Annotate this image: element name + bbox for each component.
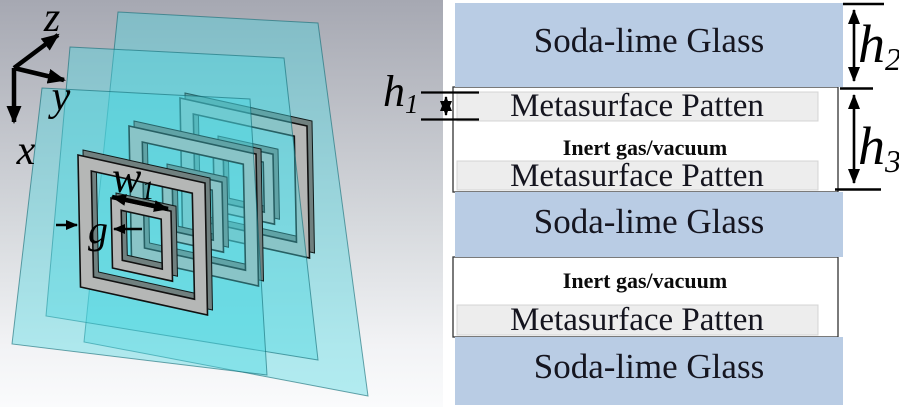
w1-dimension-arrow xyxy=(111,194,169,212)
g-annotation: g xyxy=(56,207,142,252)
metasurface-2-label: Metasurface Patten xyxy=(510,158,764,194)
metasurface-1-label: Metasurface Patten xyxy=(510,88,764,124)
axis-triad xyxy=(6,33,66,124)
metasurface-3-label: Metasurface Patten xyxy=(510,302,764,338)
layer-glass-bottom xyxy=(455,337,843,405)
y-axis-arrow xyxy=(13,65,66,84)
h3-label: h3 xyxy=(858,116,899,179)
glass-top-label: Soda-lime Glass xyxy=(534,21,764,60)
h1-dimension xyxy=(421,91,479,121)
gas-1-label: Inert gas/vacuum xyxy=(563,135,727,160)
layer-metasurface-1 xyxy=(456,91,819,122)
glass-panel-front xyxy=(11,87,268,376)
x-axis-label: x xyxy=(16,128,36,174)
h1-label: h1 xyxy=(383,67,419,119)
h3-dimension xyxy=(835,94,881,191)
g-label: g xyxy=(88,207,108,252)
gas-2-label: Inert gas/vacuum xyxy=(563,268,727,293)
glass-middle-label: Soda-lime Glass xyxy=(534,202,764,241)
layer-glass-top xyxy=(455,3,843,87)
w1-annotation: w1 xyxy=(111,153,169,212)
layer-metasurface-3 xyxy=(456,304,819,336)
h2-label: h2 xyxy=(858,14,899,77)
layer-metasurface-2 xyxy=(456,160,819,191)
w1-label: w1 xyxy=(112,153,154,205)
z-axis-arrow xyxy=(12,33,60,70)
layer-stack-diagram: Soda-lime Glass Metasurface Patten Inert… xyxy=(383,2,899,405)
z-axis-label: z xyxy=(43,0,60,41)
glass-bottom-label: Soda-lime Glass xyxy=(534,347,764,386)
layer-glass-middle xyxy=(455,192,843,257)
structure-3d-view: z y x w1 g xyxy=(0,0,443,407)
h2-dimension xyxy=(840,2,884,90)
y-axis-label: y xyxy=(48,74,71,120)
